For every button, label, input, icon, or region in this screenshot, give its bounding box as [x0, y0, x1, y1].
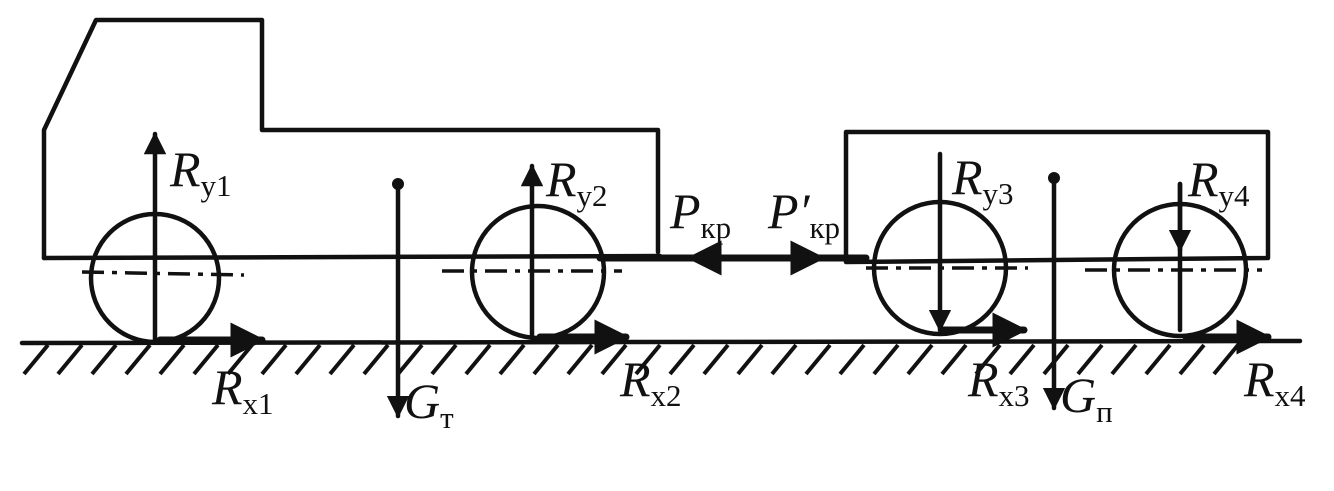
ground [19, 338, 1303, 376]
hatch-mark [702, 343, 730, 376]
hatch-mark [634, 343, 662, 376]
hatch-mark [56, 343, 84, 376]
hatch-mark [566, 343, 594, 376]
label-rx1: Rx1 [211, 359, 274, 421]
hatch-mark [940, 343, 968, 376]
hatch-mark [1144, 343, 1172, 376]
hatch-mark [22, 343, 50, 376]
label-ry3: Ry3 [951, 149, 1014, 211]
hatch-mark [838, 343, 866, 376]
label-pkr-prime: P′кр [767, 183, 840, 245]
hatch-mark [294, 343, 322, 376]
gp-arrow [1042, 172, 1066, 411]
label-pkr: Pкр [669, 183, 731, 245]
label-ry4: Ry4 [1187, 151, 1250, 213]
hatch-mark [498, 343, 526, 376]
label-gp: Gп [1060, 367, 1113, 429]
ground-hatching [22, 343, 1240, 376]
label-ry1: Ry1 [169, 141, 232, 203]
label-gt: Gт [404, 373, 454, 435]
hatch-mark [260, 343, 288, 376]
wheel-4 [1085, 201, 1262, 339]
hatch-mark [906, 343, 934, 376]
hatch-mark [1110, 343, 1138, 376]
hatch-mark [90, 343, 118, 376]
hatch-mark [328, 343, 356, 376]
hatch-mark [532, 343, 560, 376]
hatch-mark [362, 343, 390, 376]
wheel-1 [81, 211, 245, 345]
wheel-3 [866, 199, 1028, 337]
hatch-mark [430, 343, 458, 376]
hatch-mark [736, 343, 764, 376]
hatch-mark [974, 343, 1002, 376]
hatch-mark [1008, 343, 1036, 376]
hatch-mark [872, 343, 900, 376]
hatch-mark [804, 343, 832, 376]
hatch-mark [464, 343, 492, 376]
gt-arrow [386, 178, 410, 419]
label-rx2: Rx2 [619, 351, 682, 413]
trailer-body [843, 129, 1271, 265]
tractor-frame-line [41, 253, 663, 261]
hatch-mark [770, 343, 798, 376]
hatch-mark [668, 343, 696, 376]
hatch-mark [192, 343, 220, 376]
hatch-mark [396, 343, 424, 376]
hatch-mark [1178, 343, 1206, 376]
tractor-body [41, 17, 661, 261]
hatch-mark [1212, 343, 1240, 376]
label-rx3: Rx3 [967, 351, 1030, 413]
hatch-mark [158, 343, 186, 376]
hatch-mark [124, 343, 152, 376]
label-rx4: Rx4 [1243, 351, 1306, 413]
label-ry2: Ry2 [545, 151, 608, 213]
hatch-mark [1076, 343, 1104, 376]
